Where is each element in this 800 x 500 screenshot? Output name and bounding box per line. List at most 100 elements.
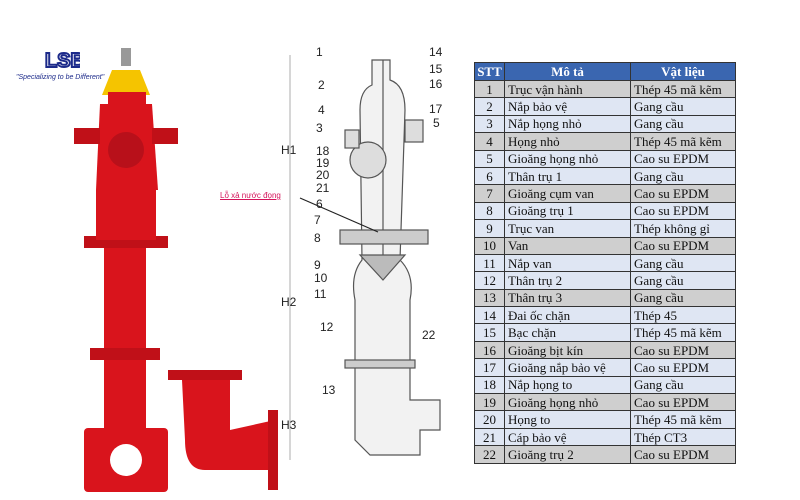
description-cell: Thân trụ 2	[504, 271, 631, 290]
description-cell: Thân trụ 3	[504, 288, 631, 308]
description-cell: Nắp họng nhỏ	[504, 114, 631, 134]
stt-cell: 20	[474, 410, 505, 429]
callout-7: 7	[314, 213, 321, 227]
description-cell: Gioăng bịt kín	[504, 340, 631, 360]
description-cell: Thân trụ 1	[504, 166, 631, 186]
callout-2: 2	[318, 78, 325, 92]
header-material: Vật liệu	[630, 62, 736, 81]
material-cell: Cao su EPDM	[630, 445, 736, 464]
header-description: Mô tả	[504, 62, 631, 81]
description-cell: Họng to	[504, 410, 631, 429]
stt-cell: 2	[474, 97, 505, 116]
description-cell: Nắp bảo vệ	[504, 97, 631, 116]
stt-cell: 1	[474, 79, 505, 99]
stt-cell: 9	[474, 219, 505, 238]
lsb-logo: LSB	[44, 49, 80, 72]
callout-22: 22	[422, 328, 436, 342]
callout-13: 13	[322, 383, 336, 397]
stt-cell: 8	[474, 201, 505, 221]
callout-14: 14	[429, 45, 443, 59]
description-cell: Nắp van	[504, 253, 631, 273]
callout-15: 15	[429, 62, 443, 76]
height-label-h1: H1	[281, 143, 297, 157]
height-label-h3: H3	[281, 418, 297, 432]
stt-cell: 19	[474, 393, 505, 412]
callout-4: 4	[318, 103, 325, 117]
stt-cell: 14	[474, 306, 505, 325]
material-cell: Thép 45 mã kẽm	[630, 410, 736, 429]
stt-cell: 18	[474, 375, 505, 395]
stt-cell: 3	[474, 114, 505, 134]
svg-text:LSB: LSB	[45, 50, 80, 72]
stt-cell: 22	[474, 445, 505, 464]
callout-6: 6	[316, 197, 323, 211]
description-cell: Gioăng trụ 2	[504, 445, 631, 464]
description-cell: Gioăng họng nhỏ	[504, 393, 631, 412]
table-header: STT Mô tả Vật liệu	[474, 62, 736, 81]
callout-16: 16	[429, 77, 443, 91]
stt-cell: 4	[474, 132, 505, 151]
material-cell: Gang cầu	[630, 271, 736, 290]
callout-1: 1	[316, 45, 323, 59]
stt-cell: 11	[474, 253, 505, 273]
description-cell: Bạc chặn	[504, 323, 631, 342]
material-cell: Gang cầu	[630, 253, 736, 273]
material-cell: Gang cầu	[630, 114, 736, 134]
callout-18: 18	[316, 144, 330, 158]
stt-cell: 16	[474, 340, 505, 360]
description-cell: Trục van	[504, 219, 631, 238]
stt-cell: 15	[474, 323, 505, 342]
material-cell: Gang cầu	[630, 375, 736, 395]
material-cell: Cao su EPDM	[630, 201, 736, 221]
description-cell: Gioăng trụ 1	[504, 201, 631, 221]
callout-8: 8	[314, 231, 321, 245]
material-cell: Thép 45 mã kẽm	[630, 132, 736, 151]
callout-12: 12	[320, 320, 334, 334]
material-cell: Cao su EPDM	[630, 340, 736, 360]
callout-5: 5	[433, 116, 440, 130]
description-cell: Gioăng họng nhỏ	[504, 149, 631, 168]
callout-11: 11	[314, 287, 327, 301]
material-cell: Cao su EPDM	[630, 184, 736, 203]
description-cell: Trục vận hành	[504, 79, 631, 99]
material-cell: Cao su EPDM	[630, 149, 736, 168]
header-stt: STT	[474, 62, 505, 81]
stt-cell: 17	[474, 358, 505, 377]
material-cell: Thép 45 mã kẽm	[630, 323, 736, 342]
description-cell: Van	[504, 236, 631, 255]
slogan: "Specializing to be Different"	[16, 74, 105, 81]
stt-cell: 5	[474, 149, 505, 168]
stt-cell: 12	[474, 271, 505, 290]
description-cell: Gioăng cụm van	[504, 184, 631, 203]
description-cell: Nắp họng to	[504, 375, 631, 395]
callout-9: 9	[314, 258, 321, 272]
callout-20: 20	[316, 168, 330, 182]
callout-3: 3	[316, 121, 323, 135]
description-cell: Đai ốc chặn	[504, 306, 631, 325]
material-cell: Thép 45 mã kẽm	[630, 79, 736, 99]
material-cell: Cao su EPDM	[630, 358, 736, 377]
stt-cell: 7	[474, 184, 505, 203]
material-cell: Thép 45	[630, 306, 736, 325]
